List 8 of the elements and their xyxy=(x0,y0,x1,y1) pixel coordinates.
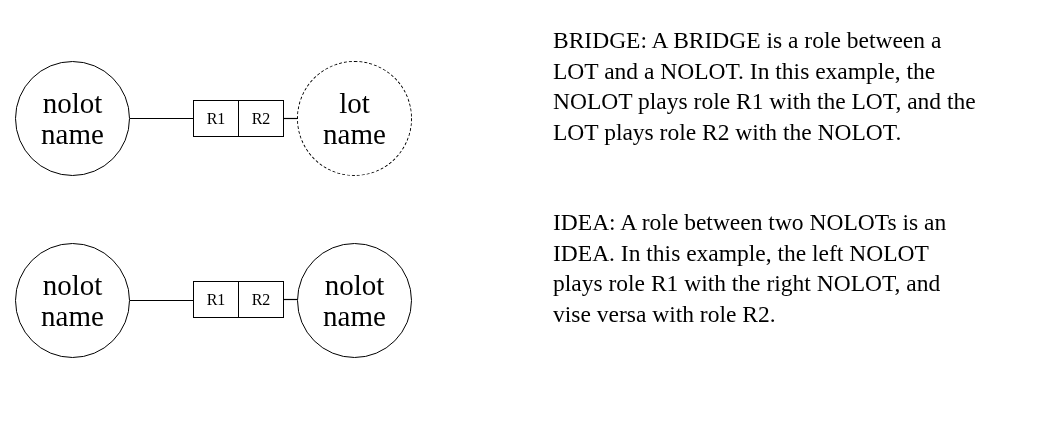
connector-line xyxy=(129,299,194,302)
role-box: R1 xyxy=(193,100,239,137)
connector-line xyxy=(129,117,194,120)
description-paragraph: IDEA: A role between two NOLOTs is an IDEA. In this example, the left NOLOT plays role R1 with the right NOLOT, and vise versa with role R2. xyxy=(553,208,948,329)
role-box: R2 xyxy=(238,100,284,137)
description-paragraph: BRIDGE: A BRIDGE is a role between a LOT and a NOLOT. In this example, the NOLOT plays role R1 with the LOT, and the LOT plays role R2 with the NOLOT. xyxy=(553,26,977,147)
role-box: R2 xyxy=(238,281,284,318)
role-box: R1 xyxy=(193,281,239,318)
